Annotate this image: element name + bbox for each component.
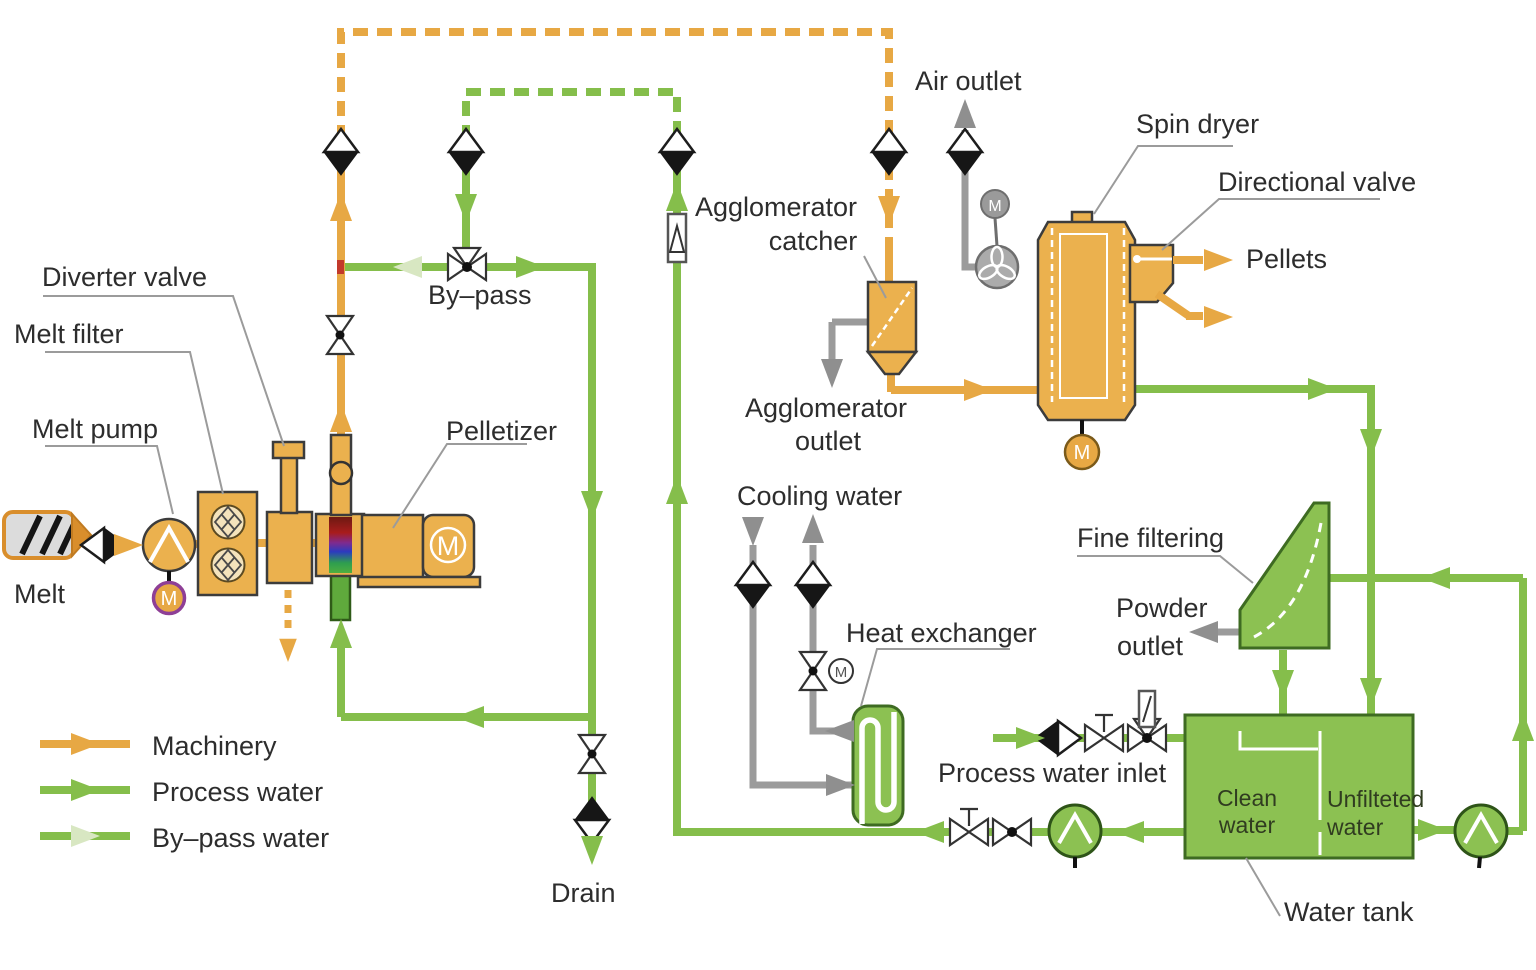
fine-filtering-label: Fine filtering [1077, 523, 1224, 553]
cooling-water-label: Cooling water [737, 481, 902, 511]
clean-water-label-2: water [1218, 812, 1276, 838]
agglomerator-catcher-label-1: Agglomerator [695, 192, 857, 222]
pelletizer-water-feed-line [337, 648, 592, 721]
bypass-three-way-valve [448, 248, 486, 280]
legend-item-machinery: Machinery [40, 731, 277, 761]
bypass-label: By–pass [428, 280, 532, 310]
melt-pump: M [141, 517, 197, 616]
spin-dryer-label: Spin dryer [1136, 109, 1259, 139]
diverter-valve [265, 440, 314, 585]
spin-dryer-water-line [1135, 385, 1375, 715]
water-tank: Clean water Unfilteted water [1183, 713, 1424, 860]
agglomerator-outlet-label-1: Agglomerator [745, 393, 907, 423]
filter-feed-pump-motor-label: M [1471, 874, 1488, 896]
unfiltered-water-label-2: water [1326, 814, 1384, 840]
agglomerator-outlet-line [828, 318, 868, 360]
bypass-water-arrow-icon [71, 825, 100, 847]
air-outlet-label: Air outlet [915, 66, 1022, 96]
legend-item-process-water: Process water [40, 777, 323, 807]
clean-water-label-1: Clean [1217, 785, 1277, 811]
process-water-arrow-icon [71, 779, 100, 801]
pelletizer-label: Pelletizer [446, 416, 557, 446]
powder-outlet-label-1: Powder [1116, 593, 1208, 623]
process-water-pump-motor-label: M [1067, 874, 1084, 896]
leader-lines [43, 145, 1380, 917]
fan-motor-label: M [988, 198, 1001, 215]
exhaust-fan: M [974, 189, 1020, 290]
heat-exchanger-label: Heat exchanger [846, 618, 1037, 648]
process-water-pump: M [1047, 803, 1103, 896]
tank-pump-riser-line [1413, 578, 1527, 835]
legend-item-bypass-water: By–pass water [40, 823, 329, 853]
heat-exchanger [851, 704, 905, 827]
diverter-valve-label: Diverter valve [42, 262, 207, 292]
bypass-loop-line [341, 88, 681, 717]
svg-text:M: M [835, 664, 848, 681]
extruder [2, 510, 93, 560]
fine-filter [1238, 501, 1331, 650]
melt-label: Melt [14, 579, 66, 609]
unfiltered-water-label-1: Unfilteted [1327, 786, 1424, 812]
pelletizer: M [356, 513, 482, 589]
directional-valve-label: Directional valve [1218, 167, 1416, 197]
melt-filter [196, 490, 259, 597]
legend-bypass-water-label: By–pass water [152, 823, 329, 853]
flow-meter-icons [666, 212, 1157, 729]
legend-machinery-label: Machinery [152, 731, 277, 761]
bypass-junction-mark [337, 260, 344, 274]
pelletizer-motor-label: M [437, 531, 460, 561]
pelletizer-motor [429, 526, 467, 564]
spin-dryer-motor [1063, 433, 1101, 471]
process-water-inlet-label: Process water inlet [938, 758, 1167, 788]
melt-pump-motor-label: M [161, 588, 178, 610]
spin-dryer: M [1036, 210, 1137, 471]
melt-filter-label: Melt filter [14, 319, 124, 349]
spin-dryer-motor-label: M [1074, 442, 1091, 464]
tank-weir [1238, 731, 1318, 751]
pellets-label: Pellets [1246, 244, 1327, 274]
pelletizer-die [314, 433, 366, 622]
drain-label: Drain [551, 878, 616, 908]
water-tank-label: Water tank [1284, 897, 1414, 927]
legend: Machinery Process water By–pass water [40, 731, 329, 853]
bypass-water-arrow [393, 256, 422, 278]
agglomerator-catcher [865, 280, 919, 376]
agglomerator-catcher-label-2: catcher [769, 226, 858, 256]
sight-glass-icon [328, 460, 354, 486]
powder-outlet-label-2: outlet [1117, 631, 1184, 661]
melt-pump-label: Melt pump [32, 414, 158, 444]
directional-valve [1128, 243, 1203, 320]
filter-feed-pump: M [1453, 803, 1509, 896]
legend-process-water-label: Process water [152, 777, 323, 807]
process-water-riser-line [673, 165, 855, 836]
agglomerator-outlet-label-2: outlet [795, 426, 862, 456]
melt-pump-motor [151, 580, 187, 616]
cooling-valve-motor: M [828, 658, 854, 684]
machinery-arrow-icon [71, 733, 100, 755]
